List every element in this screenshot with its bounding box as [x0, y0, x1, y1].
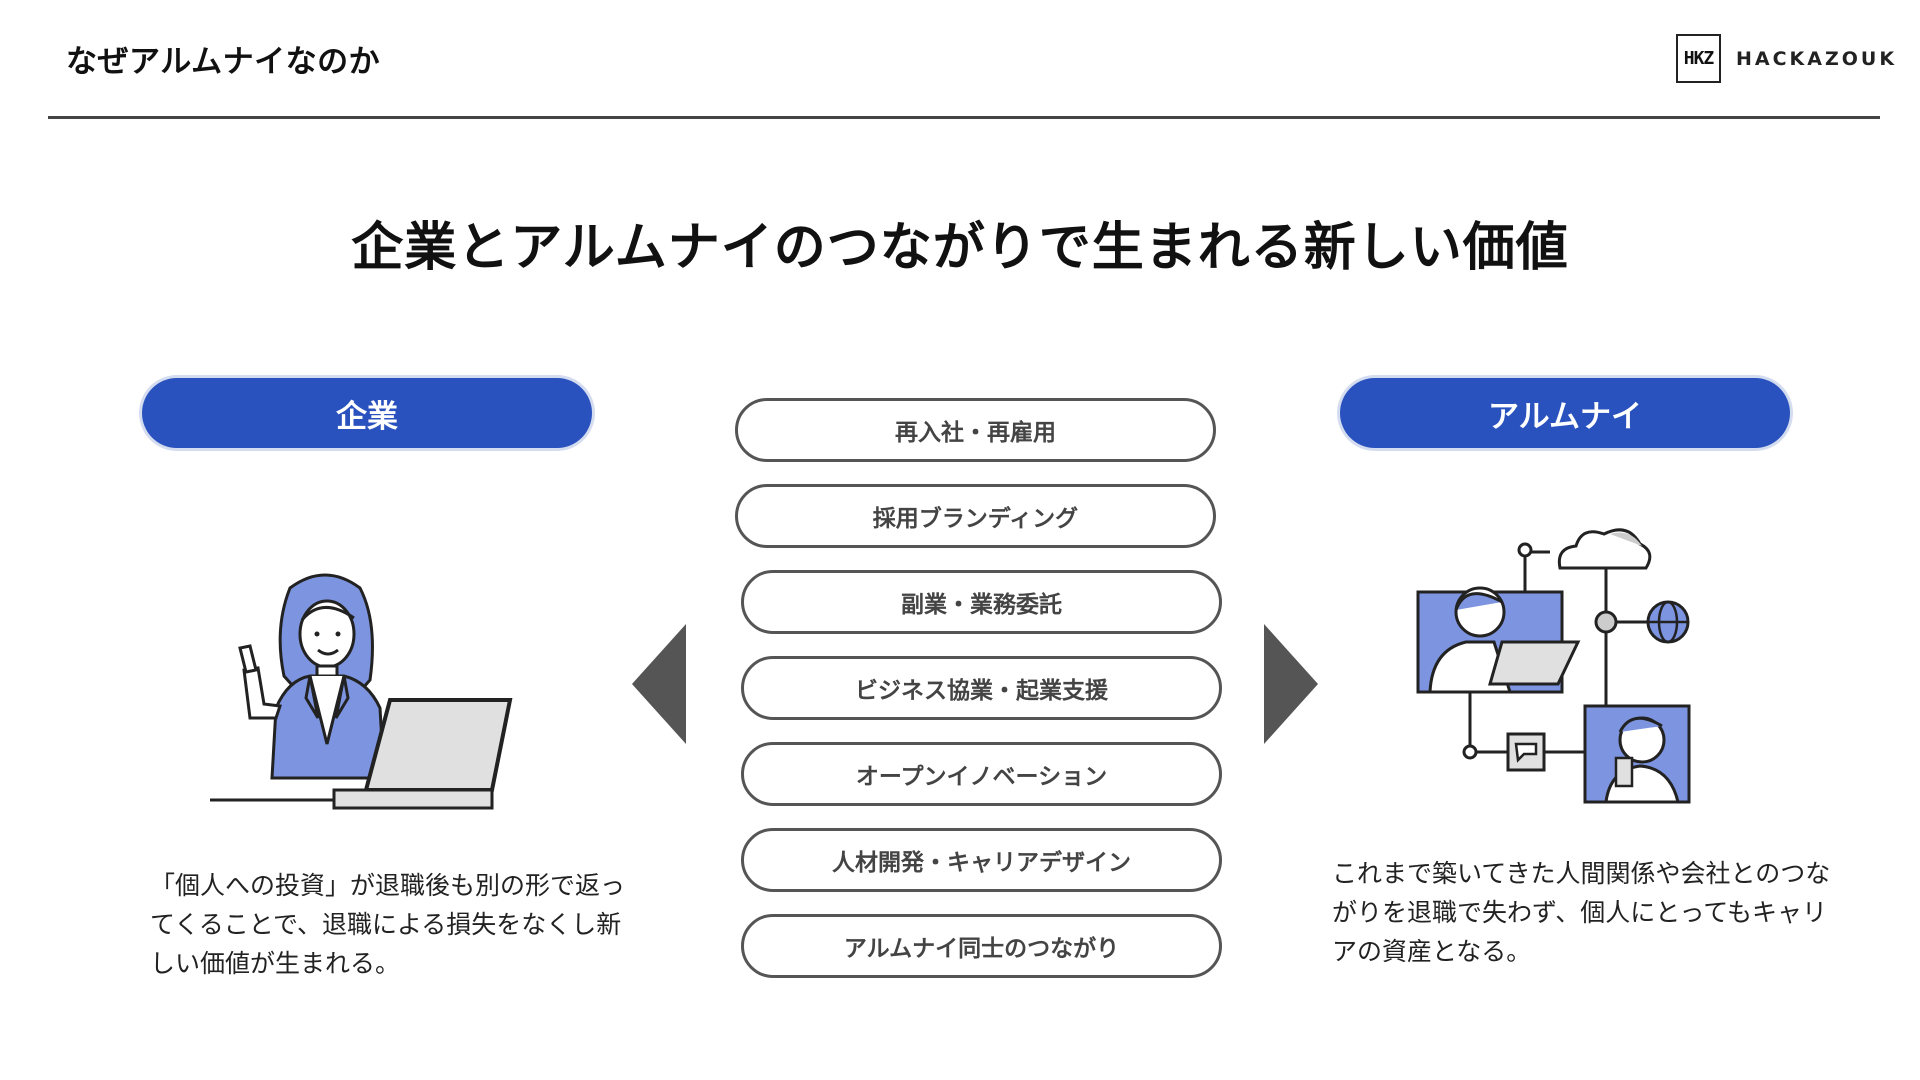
value-pill-side-job: 副業・業務委託 [741, 570, 1222, 634]
page-title: なぜアルムナイなのか [66, 44, 381, 80]
right-arrow-icon [1264, 624, 1318, 744]
brand-logo: HKZ HACKAZOUK [1676, 34, 1897, 83]
value-pill-career-design: 人材開発・キャリアデザイン [741, 828, 1222, 892]
company-description: 「個人への投資」が退職後も別の形で返ってくることで、退職による損失をなくし新しい… [150, 871, 626, 978]
value-pill-alumni-network: アルムナイ同士のつながり [741, 914, 1222, 978]
brand-mark: HKZ [1676, 34, 1721, 83]
company-illustration [210, 573, 513, 810]
value-pill-collaboration: ビジネス協業・起業支援 [741, 656, 1222, 720]
company-label-pill: 企業 [142, 378, 592, 448]
left-arrow-icon [632, 624, 686, 744]
alumni-illustration [1416, 528, 1691, 804]
alumni-description: これまで築いてきた人間関係や会社とのつながりを退職で失わず、個人にとってもキャリ… [1332, 859, 1831, 966]
value-pill-rehire: 再入社・再雇用 [735, 398, 1216, 462]
alumni-label-pill: アルムナイ [1340, 378, 1790, 448]
value-pill-branding: 採用ブランディング [735, 484, 1216, 548]
header-divider [48, 116, 1880, 119]
brand-name: HACKAZOUK [1736, 47, 1898, 70]
slide-title: 企業とアルムナイのつながりで生まれる新しい価値 [351, 218, 1569, 278]
value-pill-open-innovation: オープンイノベーション [741, 742, 1222, 806]
